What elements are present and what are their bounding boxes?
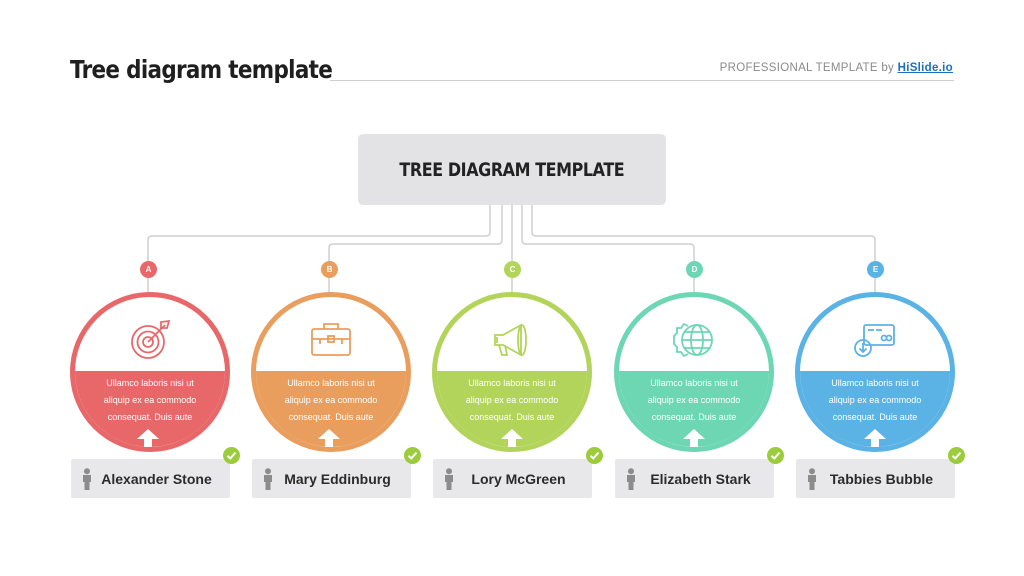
connector-b: [328, 205, 503, 262]
root-title: TREE DIAGRAM TEMPLATE: [399, 158, 625, 181]
person-icon: [445, 467, 453, 490]
person-icon: [627, 467, 635, 490]
node-circle-a: Ullamco laboris nisi ut aliquip ex ea co…: [70, 292, 230, 452]
arrow-stem: [508, 439, 516, 447]
connector-a: [147, 205, 491, 262]
connector-d: [521, 205, 695, 262]
brand-line: PROFESSIONAL TEMPLATE by HiSlide.io: [720, 62, 953, 74]
check-icon: [223, 447, 240, 464]
connector-e: [531, 205, 876, 262]
person-name: Elizabeth Stark: [650, 470, 751, 487]
badge-a: A: [140, 261, 157, 278]
target-icon: [131, 319, 171, 359]
node-description: Ullamco laboris nisi ut aliquip ex ea co…: [103, 378, 197, 422]
node-circle-d: Ullamco laboris nisi ut aliquip ex ea co…: [614, 292, 774, 452]
person-name: Tabbies Bubble: [829, 470, 934, 487]
node-description: Ullamco laboris nisi ut aliquip ex ea co…: [284, 378, 378, 422]
check-icon: [948, 447, 965, 464]
check-icon: [586, 447, 603, 464]
name-box-a: Alexander Stone: [71, 459, 230, 498]
megaphone-icon: [494, 323, 527, 357]
node-circle-c: Ullamco laboris nisi ut aliquip ex ea co…: [432, 292, 592, 452]
arrow-stem: [690, 439, 698, 447]
person-name: Alexander Stone: [101, 470, 212, 487]
badge-b: B: [321, 261, 338, 278]
brand-link[interactable]: HiSlide.io: [897, 62, 953, 74]
badge-e: E: [867, 261, 884, 278]
check-icon: [767, 447, 784, 464]
arrow-up-icon: [864, 429, 886, 439]
person-icon: [808, 467, 816, 490]
briefcase-icon: [311, 323, 351, 356]
name-box-e: Tabbies Bubble: [796, 459, 955, 498]
person-name: Mary Eddinburg: [284, 470, 391, 487]
name-box-b: Mary Eddinburg: [252, 459, 411, 498]
node-description: Ullamco laboris nisi ut aliquip ex ea co…: [465, 378, 559, 422]
badge-d: D: [686, 261, 703, 278]
name-box-c: Lory McGreen: [433, 459, 592, 498]
person-icon: [83, 467, 91, 490]
arrow-stem: [325, 439, 333, 447]
badge-c: C: [504, 261, 521, 278]
person-icon: [264, 467, 272, 490]
node-circle-b: Ullamco laboris nisi ut aliquip ex ea co…: [251, 292, 411, 452]
arrow-up-icon: [501, 429, 523, 439]
header-divider: [330, 80, 954, 81]
node-description: Ullamco laboris nisi ut aliquip ex ea co…: [647, 378, 741, 422]
arrow-up-icon: [137, 429, 159, 439]
node-circle-e: Ullamco laboris nisi ut aliquip ex ea co…: [795, 292, 955, 452]
root-box: TREE DIAGRAM TEMPLATE: [358, 134, 666, 205]
name-box-d: Elizabeth Stark: [615, 459, 774, 498]
node-description: Ullamco laboris nisi ut aliquip ex ea co…: [828, 378, 922, 422]
slide-title: Tree diagram template: [70, 55, 333, 84]
globe-gear-icon: [673, 322, 713, 358]
person-name: Lory McGreen: [471, 470, 566, 487]
payment-icon: [854, 324, 895, 357]
check-icon: [404, 447, 421, 464]
brand-prefix: PROFESSIONAL TEMPLATE by: [719, 62, 895, 74]
arrow-stem: [144, 439, 152, 447]
arrow-up-icon: [318, 429, 340, 439]
arrow-up-icon: [683, 429, 705, 439]
arrow-stem: [871, 439, 879, 447]
